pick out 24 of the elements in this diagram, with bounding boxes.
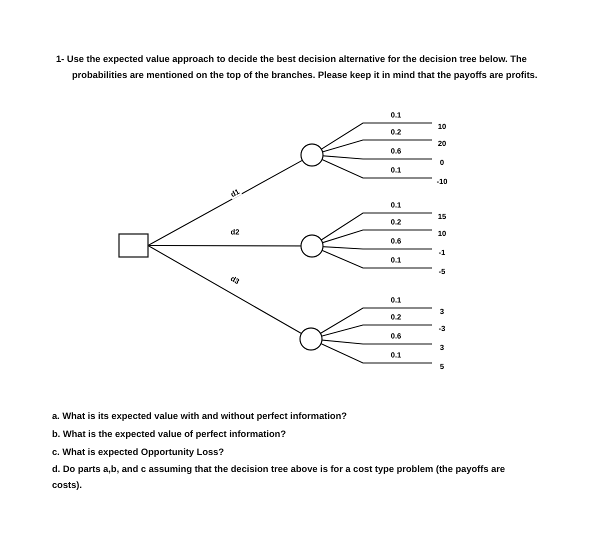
branch-line [320,343,432,364]
branch-line [322,340,432,345]
chance-node [299,327,323,351]
question-text: b. What is the expected value of perfect information? [52,428,288,441]
question-text: 1- Use the expected value approach to decide the best decision alternative for the decision tree below. The probabilities are mentioned on the top of the branches. Please keep it in mind that the payoffs are profits. [56,53,538,82]
branch-line [322,159,432,179]
branch-line [148,244,301,247]
chance-node [300,234,324,258]
branch-line [322,139,432,152]
question-text: a. What is its expected value with and without perfect information? [52,410,348,423]
question-text: d. Do parts a,b, and c assuming that the decision tree above is for a cost type problem (the payoffs are costs). [52,463,506,492]
branch-line [148,245,302,334]
branch-line [322,250,432,269]
branch-line [322,229,432,244]
branch-line [148,160,303,246]
decision-node [118,233,149,258]
branch-line [322,246,432,250]
branch-line [320,307,432,334]
question-text: c. What is expected Opportunity Loss? [52,446,226,459]
chance-node [300,143,324,167]
branch-line [320,212,432,240]
branch-line [321,324,432,337]
branch-line [321,122,432,150]
branch-line [322,155,432,160]
